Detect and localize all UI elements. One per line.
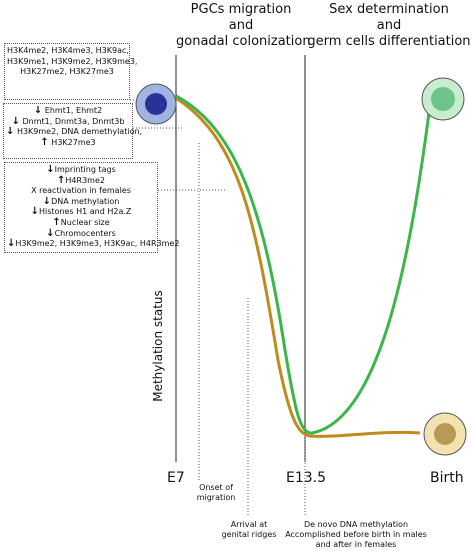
box-line: H3K9me1, H3K9me2, H3K9me3,	[7, 56, 138, 66]
header-line: PGCs migration	[190, 2, 292, 17]
migration-phase-header: PGCs migration and gonadal colonization	[176, 2, 311, 50]
y-axis-label: Methylation status	[151, 290, 165, 402]
histone-marks-box: H3K4me2, H3K4me3, H3K9ac, H3K9me1, H3K9m…	[4, 43, 138, 100]
differentiation-phase-header: Sex determination and germ cells differe…	[305, 2, 473, 50]
annotation-line: Arrival at	[230, 520, 268, 529]
box-line: H3K4me2, H3K4me3, H3K9ac,	[7, 46, 129, 55]
down-arrow-icon: ↓	[46, 227, 55, 239]
x-label-e13-5: E13.5	[286, 470, 327, 486]
header-line: Sex determination	[329, 2, 449, 17]
onset-of-migration-label: Onset of migration	[196, 483, 236, 503]
up-arrow-icon: ↑	[40, 136, 49, 148]
annotation-line: Accomplished before birth in males	[285, 530, 427, 539]
reprogramming-events-box: ↓Imprinting tags ↑H4R3me2 X reactivation…	[4, 162, 180, 253]
header-line: germ cells differentiation	[307, 34, 471, 49]
box-line: ↓DNA methylation	[42, 195, 120, 207]
box-line: ↓ Ehmt1, Ehmt2	[33, 105, 103, 116]
down-arrow-icon: ↓	[46, 164, 55, 175]
annotation-line: De novo DNA methylation	[303, 520, 409, 529]
de-novo-methylation-label: De novo DNA methylation Accomplished bef…	[276, 520, 436, 550]
header-line: and	[228, 18, 254, 33]
up-arrow-icon: ↑	[57, 174, 66, 186]
box-line: X reactivation in females	[31, 186, 131, 196]
arrival-at-genital-ridges-label: Arrival at genital ridges	[219, 520, 279, 540]
box-line: ↓ Dnmt1, Dnmt3a, Dnmt3b	[11, 115, 125, 127]
male-methylation-curve	[175, 96, 421, 438]
box-line: ↓ H3K9me2, DNA demethylation,	[6, 126, 143, 138]
down-arrow-icon: ↓	[33, 105, 43, 116]
x-label-e7: E7	[167, 470, 185, 486]
header-line: gonadal colonization	[176, 34, 311, 49]
annotation-line: genital ridges	[221, 530, 277, 539]
female-germ-cell-icon	[421, 77, 465, 121]
down-arrow-icon: ↓	[6, 126, 15, 138]
pgc-cell-icon	[135, 83, 177, 125]
female-methylation-curve	[175, 94, 432, 435]
annotation-line: and after in females	[315, 540, 397, 549]
header-line: and	[376, 18, 402, 33]
box-line: ↓Chromocenters	[46, 227, 116, 239]
annotation-line: migration	[196, 493, 236, 502]
box-line: ↓H3K9me2, H3K9me3, H3K9ac, H4R3me2	[7, 238, 180, 250]
up-arrow-icon: ↑	[52, 216, 61, 228]
down-arrow-icon: ↓	[30, 206, 39, 218]
down-arrow-icon: ↓	[42, 195, 52, 207]
epigenetic-changes-box: ↓ Ehmt1, Ehmt2 ↓ Dnmt1, Dnmt3a, Dnmt3b ↓…	[3, 103, 143, 159]
annotation-line: Onset of	[199, 483, 233, 492]
male-germ-cell-icon	[423, 412, 467, 456]
box-line: ↓Histones H1 and H2a.Z	[30, 206, 132, 218]
box-line: ↑ H3K27me3	[40, 136, 96, 148]
x-label-birth: Birth	[430, 470, 464, 486]
box-line: ↑Nuclear size	[52, 216, 110, 228]
down-arrow-icon: ↓	[7, 238, 16, 250]
down-arrow-icon: ↓	[11, 115, 20, 127]
box-line: H3K27me2, H3K27me3	[20, 67, 114, 77]
box-line: ↑H4R3me2	[57, 174, 105, 186]
box-line: ↓Imprinting tags	[46, 164, 116, 175]
